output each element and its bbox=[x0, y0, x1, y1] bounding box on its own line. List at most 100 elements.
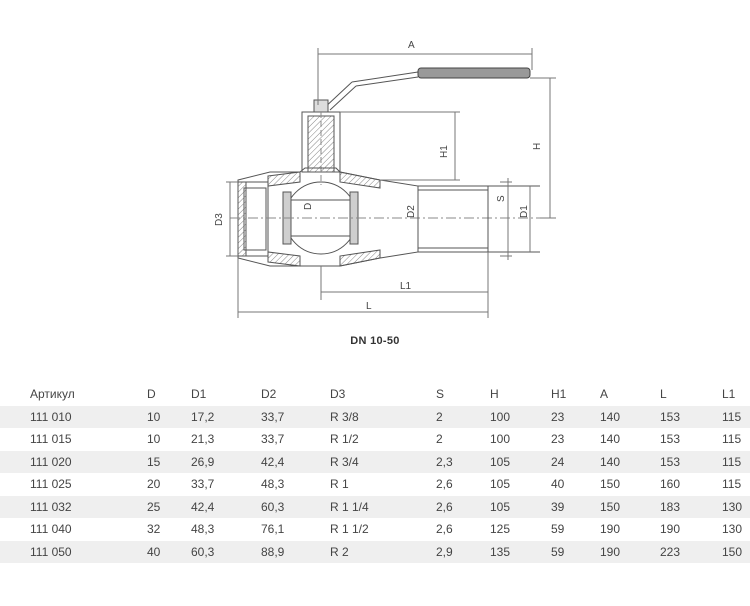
table-cell: 60,3 bbox=[261, 495, 330, 518]
label-l1: L1 bbox=[400, 281, 412, 292]
table-cell: 111 050 bbox=[30, 540, 147, 563]
column-header: H1 bbox=[551, 387, 567, 402]
table-cell: 2,9 bbox=[436, 540, 490, 563]
label-d1: D1 bbox=[519, 205, 530, 218]
handle-lever bbox=[321, 67, 531, 111]
table-cell: 150 bbox=[600, 495, 660, 518]
table-cell: 42,4 bbox=[261, 450, 330, 473]
column-header: S bbox=[436, 387, 445, 402]
table-cell: 183 bbox=[660, 495, 722, 518]
column-header: L1 bbox=[722, 387, 736, 402]
dimension-l bbox=[237, 252, 489, 318]
table-cell: 140 bbox=[600, 450, 660, 473]
table-cell: 190 bbox=[600, 540, 660, 563]
table-cell: 135 bbox=[490, 540, 551, 563]
table-cell: 153 bbox=[660, 405, 722, 428]
table-cell: 21,3 bbox=[191, 432, 215, 447]
table-cell: 105 bbox=[490, 450, 551, 473]
table-cell: 59 bbox=[551, 540, 600, 563]
table-spacer-cell bbox=[0, 495, 30, 518]
table-cell: 2 bbox=[436, 432, 443, 447]
column-header: D1 bbox=[191, 387, 207, 402]
table-cell: 100 bbox=[490, 432, 511, 447]
table-cell: 140 bbox=[600, 405, 660, 428]
table-cell: 115 bbox=[722, 477, 742, 492]
table-cell: 100 bbox=[490, 405, 551, 428]
table-cell: 111 025 bbox=[30, 477, 72, 492]
table-cell: R 1 bbox=[330, 477, 349, 492]
table-cell: 130 bbox=[722, 522, 743, 537]
table-cell: 115 bbox=[722, 432, 742, 447]
table-spacer-cell bbox=[0, 428, 30, 451]
table-cell: 59 bbox=[551, 522, 565, 537]
table-cell: 42,4 bbox=[191, 495, 261, 518]
dimension-d1 bbox=[500, 178, 531, 260]
dimension-a bbox=[317, 48, 533, 105]
label-d3: D3 bbox=[214, 213, 225, 226]
table-cell: 39 bbox=[551, 495, 600, 518]
table-cell: 48,3 bbox=[261, 477, 285, 492]
weld-pipe bbox=[417, 185, 540, 253]
table-spacer-cell bbox=[0, 450, 30, 473]
label-h: H bbox=[532, 143, 543, 150]
table-cell: 23 bbox=[551, 432, 565, 447]
table-cell: 115 bbox=[722, 450, 750, 473]
table-cell: 48,3 bbox=[191, 522, 215, 537]
table-cell: 223 bbox=[660, 540, 722, 563]
table-cell: 2 bbox=[436, 405, 490, 428]
table-cell: 130 bbox=[722, 495, 750, 518]
table-spacer-cell bbox=[0, 473, 30, 496]
table-cell: 105 bbox=[490, 477, 511, 492]
table-cell: 88,9 bbox=[261, 540, 330, 563]
table-spacer-cell bbox=[0, 518, 30, 541]
table-cell: 160 bbox=[660, 477, 681, 492]
table-cell: 2,6 bbox=[436, 522, 453, 537]
table-cell: 33,7 bbox=[261, 432, 285, 447]
table-cell: 15 bbox=[147, 450, 191, 473]
table-cell: 2,6 bbox=[436, 477, 453, 492]
table-cell: 111 010 bbox=[30, 405, 147, 428]
column-header: Артикул bbox=[30, 387, 75, 402]
table-cell: 33,7 bbox=[191, 477, 215, 492]
label-d2: D2 bbox=[406, 205, 417, 218]
table-cell: 125 bbox=[490, 522, 511, 537]
label-l: L bbox=[366, 301, 372, 312]
table-cell: 111 032 bbox=[30, 495, 147, 518]
table-cell: 150 bbox=[722, 540, 750, 563]
column-header: H bbox=[490, 387, 499, 402]
table-cell: 40 bbox=[551, 477, 565, 492]
table-spacer-cell bbox=[0, 405, 30, 428]
column-header: A bbox=[600, 387, 609, 402]
column-header: D bbox=[147, 387, 156, 402]
label-d: D bbox=[303, 203, 314, 210]
table-cell: R 1 1/2 bbox=[330, 522, 369, 537]
table-spacer-cell bbox=[0, 540, 30, 563]
table-cell: R 3/8 bbox=[330, 405, 436, 428]
table-cell: 24 bbox=[551, 450, 600, 473]
table-cell: 111 015 bbox=[30, 432, 72, 447]
table-cell: 76,1 bbox=[261, 522, 285, 537]
table-spacer-cell bbox=[0, 383, 30, 406]
table-cell: 150 bbox=[600, 477, 621, 492]
valve-body bbox=[230, 167, 540, 267]
column-header: L bbox=[660, 387, 667, 402]
dimension-d3 bbox=[226, 181, 238, 257]
drawing-caption: DN 10-50 bbox=[350, 335, 400, 347]
table-cell: 2,3 bbox=[436, 450, 490, 473]
table-cell: 33,7 bbox=[261, 405, 330, 428]
valve-stem bbox=[301, 99, 341, 185]
table-cell: 140 bbox=[600, 432, 621, 447]
table-cell: 153 bbox=[660, 432, 681, 447]
table-cell: 60,3 bbox=[191, 540, 261, 563]
table-cell: 105 bbox=[490, 495, 551, 518]
table-cell: 17,2 bbox=[191, 405, 261, 428]
table-cell: 32 bbox=[147, 522, 161, 537]
